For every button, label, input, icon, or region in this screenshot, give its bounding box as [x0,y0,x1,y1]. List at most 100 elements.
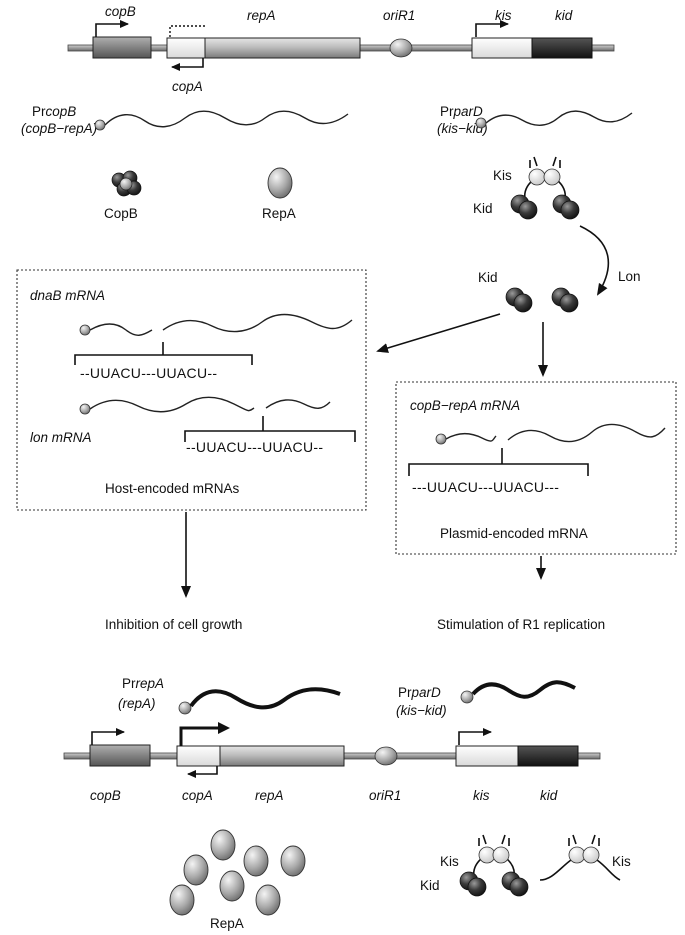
free-kid-dimers [505,287,579,313]
bottom-label-kis: kis [473,788,490,803]
kis-label-bottom-right: Kis [612,854,631,869]
bottom-gene-kis [455,745,519,767]
kis-kid-complex-top [510,156,580,220]
kis-subunit-icon [543,168,561,186]
prrepa-label: PrrepA [122,676,164,691]
lon-cleavage-sequence: --UUACU---UUACU-- [186,439,323,455]
kis-subunit-icon [568,846,586,864]
prpard-label-bottom: PrparD [398,685,441,700]
kis-label-top: Kis [493,168,512,183]
top-gene-copa-region [166,37,206,59]
repa-protein-icon [219,870,245,902]
top-copb-promoter-arrow [95,20,129,37]
kis-label-bottom-left: Kis [440,854,459,869]
copb-repa-cleavage-sequence: ---UUACU---UUACU--- [412,479,559,495]
lon-cleavage-bracket [184,416,356,442]
top-copa-antisense-arrow [171,58,204,71]
copb-repa-mrna-label: copB−repA mRNA [410,398,520,413]
top-label-kid: kid [555,8,573,23]
lon-mrna-cap-icon [79,403,91,415]
bottom-label-repa: repA [255,788,284,803]
top-kis-promoter-arrow [475,20,509,37]
lon-mrna-5prime-fragment [89,396,255,413]
bottom-gene-kid [517,745,579,767]
copb-protein-label: CopB [104,206,138,221]
top-gene-kid [531,37,593,59]
bottom-kis-promoter-arrow [458,728,492,745]
dnab-mrna-cap-icon [79,324,91,336]
prrepa-sublabel: (repA) [118,696,156,711]
bottom-operon: copB copA repA oriR1 kis kid [63,722,601,803]
dnab-mrna-3prime-fragment [162,313,353,333]
kid-subunit-icon [509,877,529,897]
bottom-repa-promoter-arrow [179,726,226,746]
lon-degradation-arrow [579,225,610,296]
repa-protein-icon [267,167,293,199]
prcopb-sublabel: (copB−repA) [21,121,97,136]
kis-subunit-icon [582,846,600,864]
top-label-repa: repA [247,8,276,23]
bottom-gene-copa-region [176,745,221,767]
bottom-label-kid: kid [540,788,558,803]
bottom-gene-repa [219,745,345,767]
repa-mrna-cap-icon [178,701,192,715]
kis-subunit-icon [528,168,546,186]
kis-kid-transcript-wave [485,110,633,127]
bottom-label-copb: copB [90,788,121,803]
stimulation-outcome-label: Stimulation of R1 replication [437,617,605,632]
repa-protein-icon [243,845,269,877]
top-transcripts: PrcopB (copB−repA) PrparD (kis−kid) [21,104,633,136]
host-box-caption: Host-encoded mRNAs [105,481,240,496]
bottom-copa-antisense-arrow [187,766,218,778]
repa-protein-icon [183,854,209,886]
bottom-repa-promoter-arrowhead [218,722,230,734]
copb-protein-cluster [111,170,142,197]
repa-protein-cluster [169,829,306,916]
top-orir1-icon [389,38,413,58]
repa-protein-icon [255,884,281,916]
inhibition-outcome-label: Inhibition of cell growth [105,617,242,632]
top-operon: copB repA oriR1 kis kid copA [67,4,615,94]
prcopb-label: PrcopB [32,104,76,119]
top-repa-promoter-dotted-arrow [169,25,205,37]
top-label-copa: copA [172,79,203,94]
bottom-orir1-icon [374,746,398,766]
repa-cluster-label: RepA [210,916,244,931]
kid-subunit-icon [560,200,580,220]
kid-label-top: Kid [473,201,493,216]
kis-dimer-bottom-right [539,834,621,881]
copb-repa-mrna-5prime-fragment [445,432,497,442]
prpard-sublabel: (kis−kid) [437,121,488,136]
kis-kid-mrna-cap-icon-bottom [460,690,474,704]
plasmid-mrna-box [395,381,677,555]
kis-subunit-icon [492,846,510,864]
top-gene-kis [471,37,533,59]
plasmid-box-caption: Plasmid-encoded mRNA [440,526,588,541]
repa-protein-icon [210,829,236,861]
copb-mrna-cap-icon [94,119,106,131]
dnab-cleavage-sequence: --UUACU---UUACU-- [80,365,217,381]
top-label-kis: kis [495,8,512,23]
bottom-label-copa: copA [182,788,213,803]
bottom-copb-promoter-arrow [91,728,125,745]
kid-subunit-icon [518,200,538,220]
dnab-cleavage-bracket [74,342,253,365]
kid-subunit-icon [467,877,487,897]
prpard-label: PrparD [440,104,483,119]
lon-mrna-label: lon mRNA [30,430,92,445]
kid-subunit-icon [513,293,533,313]
copb-subunit-icon [119,177,133,191]
repa-transcript-wave [189,687,341,710]
repa-protein-label: RepA [262,206,296,221]
top-gene-copb [92,36,152,59]
repa-protein-icon [169,884,195,916]
bottom-transcripts: PrrepA (repA) PrparD (kis−kid) [118,676,576,718]
kis-kid-mrna-cap-icon [475,117,487,129]
copb-repa-mrna-3prime-fragment [507,423,666,443]
kid-free-label: Kid [478,270,498,285]
host-mrna-box [16,269,367,511]
copb-repa-cleavage-bracket [408,448,589,476]
dnab-mrna-5prime-fragment [89,323,153,336]
top-label-copb: copB [105,4,136,19]
top-label-orir1: oriR1 [383,8,415,23]
